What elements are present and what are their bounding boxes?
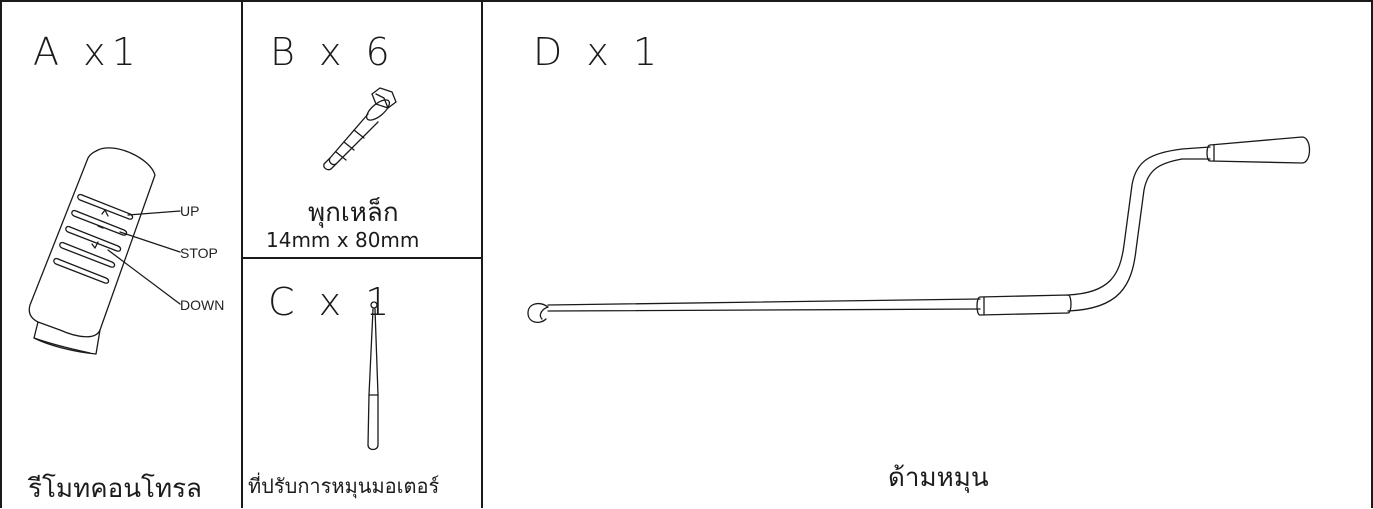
expansion-bolt-icon [323, 87, 397, 171]
remote-stop-label: STOP [180, 245, 218, 261]
crank-handle-icon [527, 136, 1311, 324]
part-d-name: ด้ามหมุน [888, 463, 989, 493]
part-a-heading: A x1 [33, 30, 142, 74]
part-c-name: ที่ปรับการหมุนมอเตอร์ [248, 474, 440, 498]
divider-a-b [241, 0, 243, 508]
part-b-heading: B x 6 [270, 30, 396, 74]
motor-adjust-tool-icon [367, 301, 379, 451]
part-b-size: 14mm x 80mm [266, 228, 420, 252]
remote-down-label: DOWN [180, 297, 225, 313]
remote-control-icon [28, 147, 181, 355]
part-b-name: พุกเหล็ก [308, 198, 399, 228]
border-top [0, 0, 1373, 2]
divider-b-d [481, 0, 483, 508]
border-left [0, 0, 2, 508]
divider-b-c [241, 257, 482, 259]
part-d-heading: D x 1 [533, 30, 664, 74]
border-right [1371, 0, 1373, 508]
part-a-name: รีโมทคอนโทรล [28, 474, 202, 504]
part-c-heading: C x 1 [268, 280, 396, 324]
remote-up-label: UP [180, 203, 200, 219]
